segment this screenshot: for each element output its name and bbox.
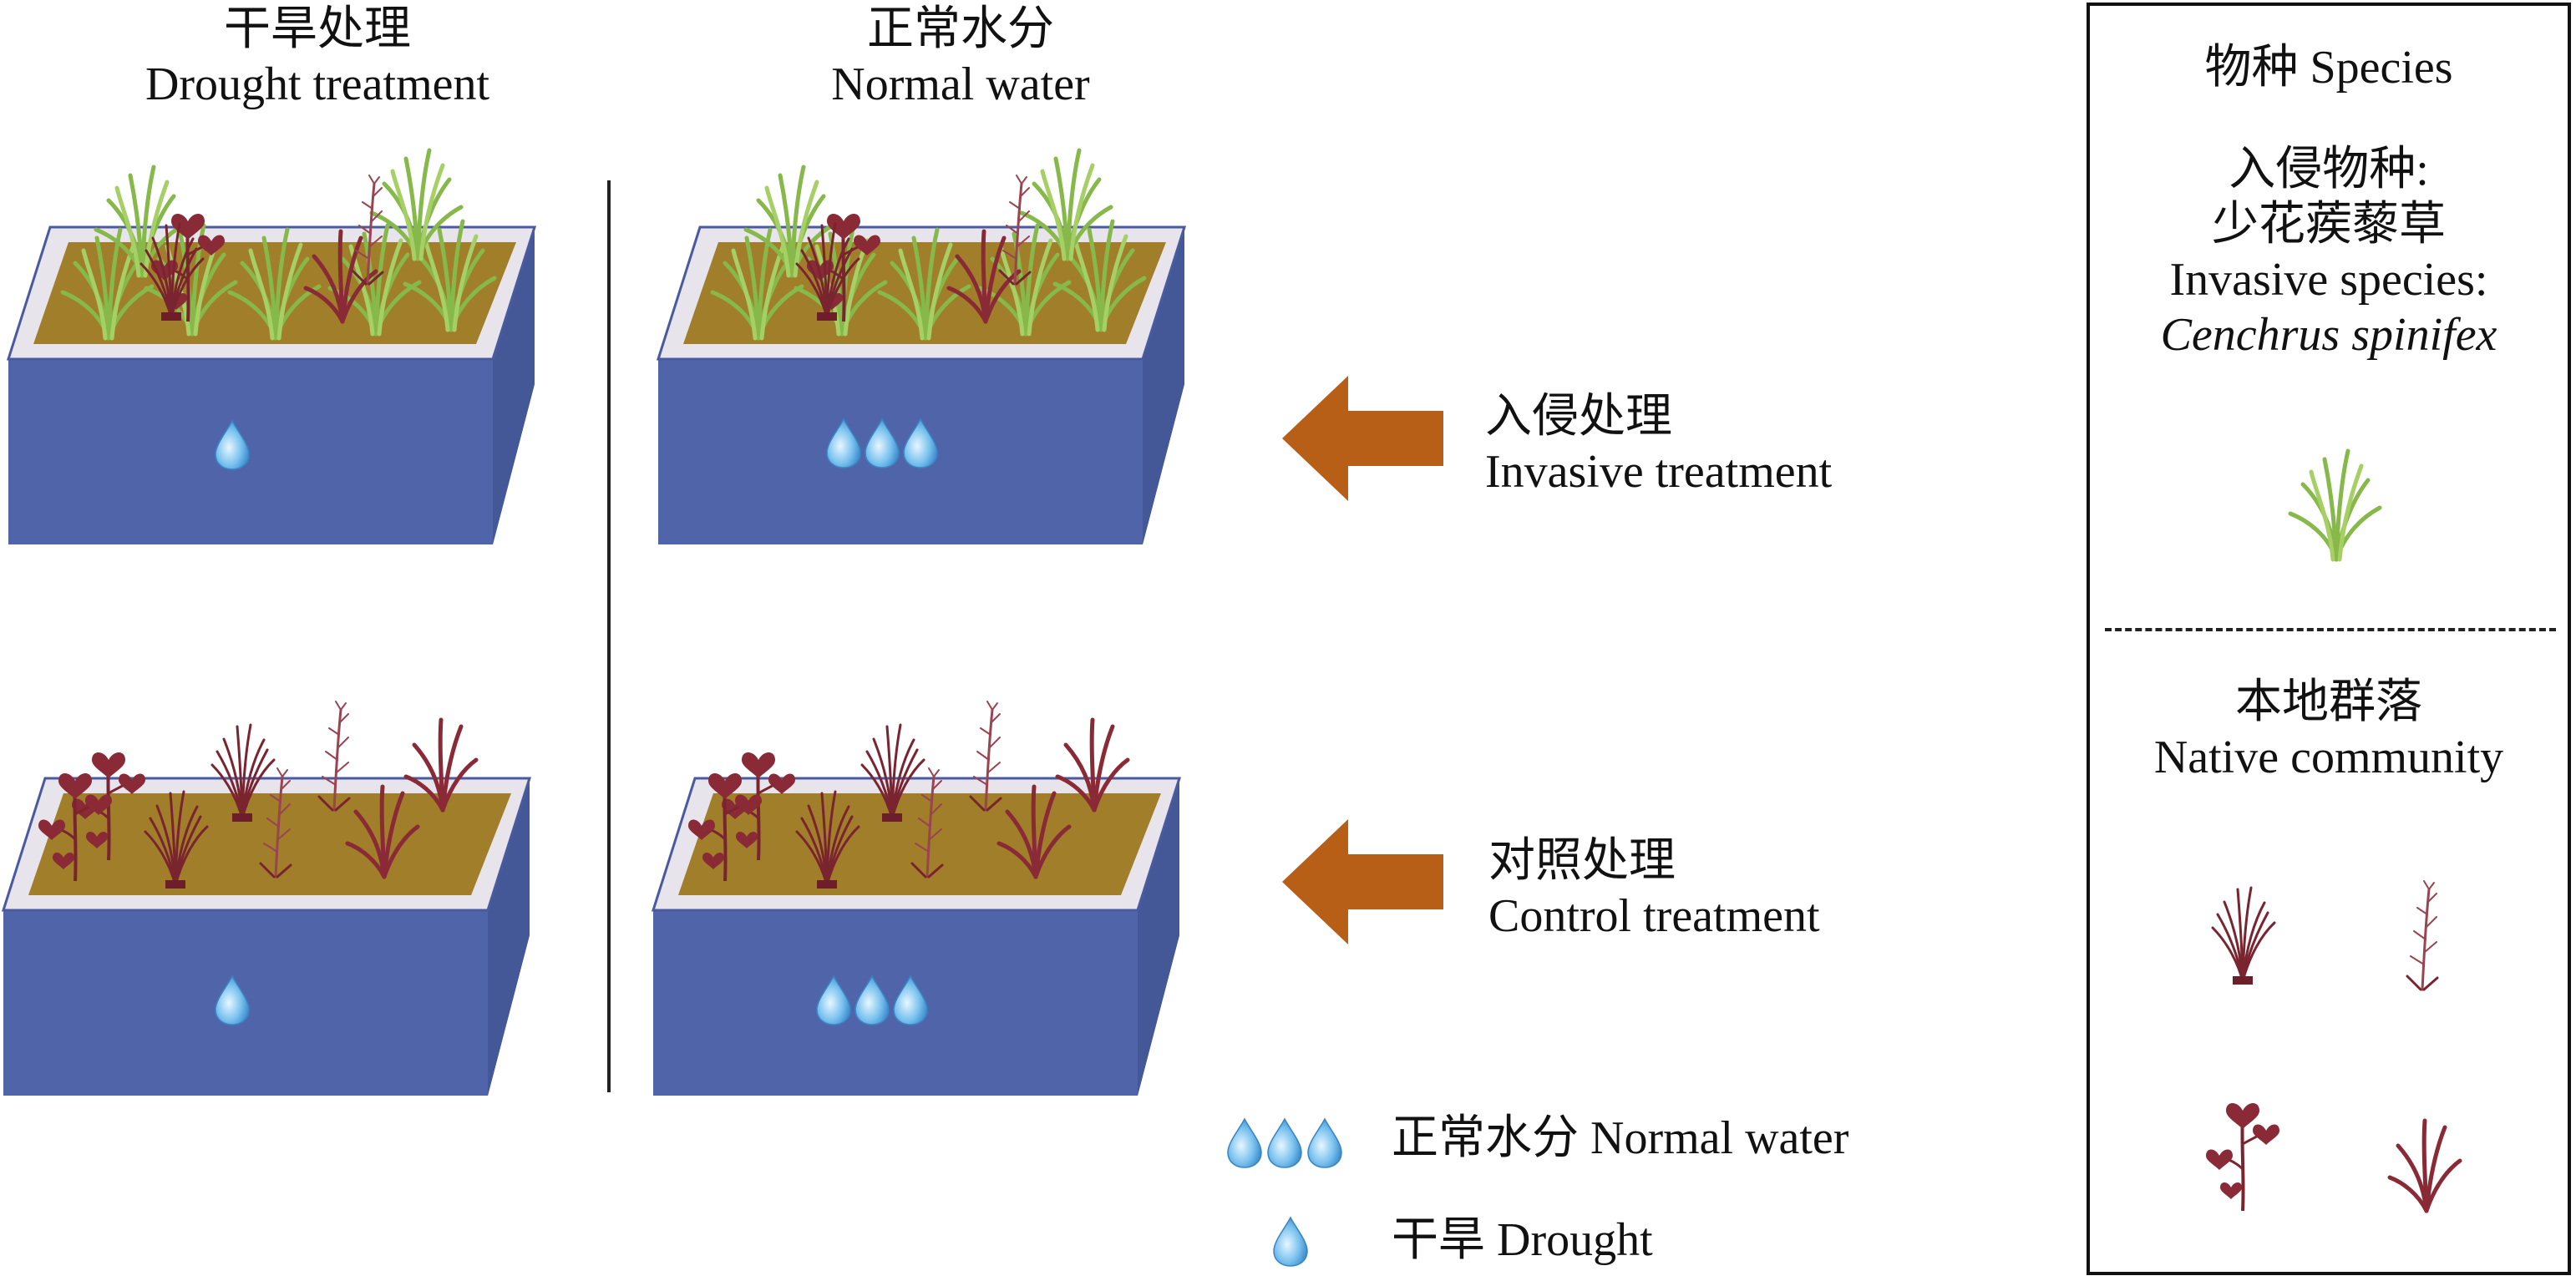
column-header-normal: 正常水分 Normal water bbox=[727, 2, 1194, 112]
water-drop-icon bbox=[1227, 1118, 1262, 1168]
treatment-label-invasive: 入侵处理 Invasive treatment bbox=[1485, 389, 1832, 499]
box-drought-control bbox=[1, 700, 532, 1096]
treatment-control-zh: 对照处理 bbox=[1488, 835, 1676, 887]
arrow-left-icon bbox=[1282, 819, 1443, 944]
box-drought-invasive bbox=[6, 150, 537, 544]
legend-normal-water-icon bbox=[1227, 1118, 1342, 1168]
column-divider bbox=[607, 180, 611, 1092]
column-header-normal-zh: 正常水分 bbox=[867, 3, 1054, 55]
species-panel-divider bbox=[2105, 628, 2556, 631]
column-header-normal-en: Normal water bbox=[831, 58, 1090, 111]
treatment-invasive-zh: 入侵处理 bbox=[1485, 391, 1672, 443]
box-normal-invasive bbox=[656, 150, 1187, 544]
native-community-zh: 本地群落 bbox=[2235, 676, 2422, 728]
native-community-en: Native community bbox=[2153, 732, 2504, 784]
invasive-species-zh-2: 少花蒺藜草 bbox=[2212, 199, 2446, 251]
treatment-invasive-en: Invasive treatment bbox=[1485, 446, 1833, 499]
invasive-species-label: 入侵物种: 少花蒺藜草 Invasive species: Cenchrus s… bbox=[2087, 142, 2571, 362]
box-normal-control bbox=[651, 700, 1182, 1096]
legend-normal-water-label: 正常水分 Normal water bbox=[1392, 1112, 1849, 1164]
invasive-species-en: Invasive species: bbox=[2169, 254, 2488, 306]
native-community-label: 本地群落 Native community bbox=[2087, 675, 2571, 785]
treatment-label-control: 对照处理 Control treatment bbox=[1488, 833, 1820, 944]
column-header-drought-en: Drought treatment bbox=[145, 58, 490, 111]
water-drop-icon bbox=[1307, 1118, 1342, 1168]
legend-drought-water-drop-icon bbox=[1273, 1217, 1308, 1267]
species-panel bbox=[2087, 3, 2571, 1275]
invasive-species-zh-1: 入侵物种: bbox=[2229, 144, 2429, 195]
column-header-drought: 干旱处理 Drought treatment bbox=[84, 2, 551, 112]
treatment-control-en: Control treatment bbox=[1488, 890, 1820, 943]
species-panel-title: 物种 Species bbox=[2204, 42, 2453, 94]
legend-drought-label: 干旱 Drought bbox=[1392, 1214, 1653, 1266]
water-drop-icon bbox=[1267, 1118, 1302, 1168]
invasive-species-latin: Cenchrus spinifex bbox=[2160, 309, 2497, 362]
column-header-drought-zh: 干旱处理 bbox=[224, 3, 411, 55]
arrow-left-icon bbox=[1282, 376, 1443, 501]
